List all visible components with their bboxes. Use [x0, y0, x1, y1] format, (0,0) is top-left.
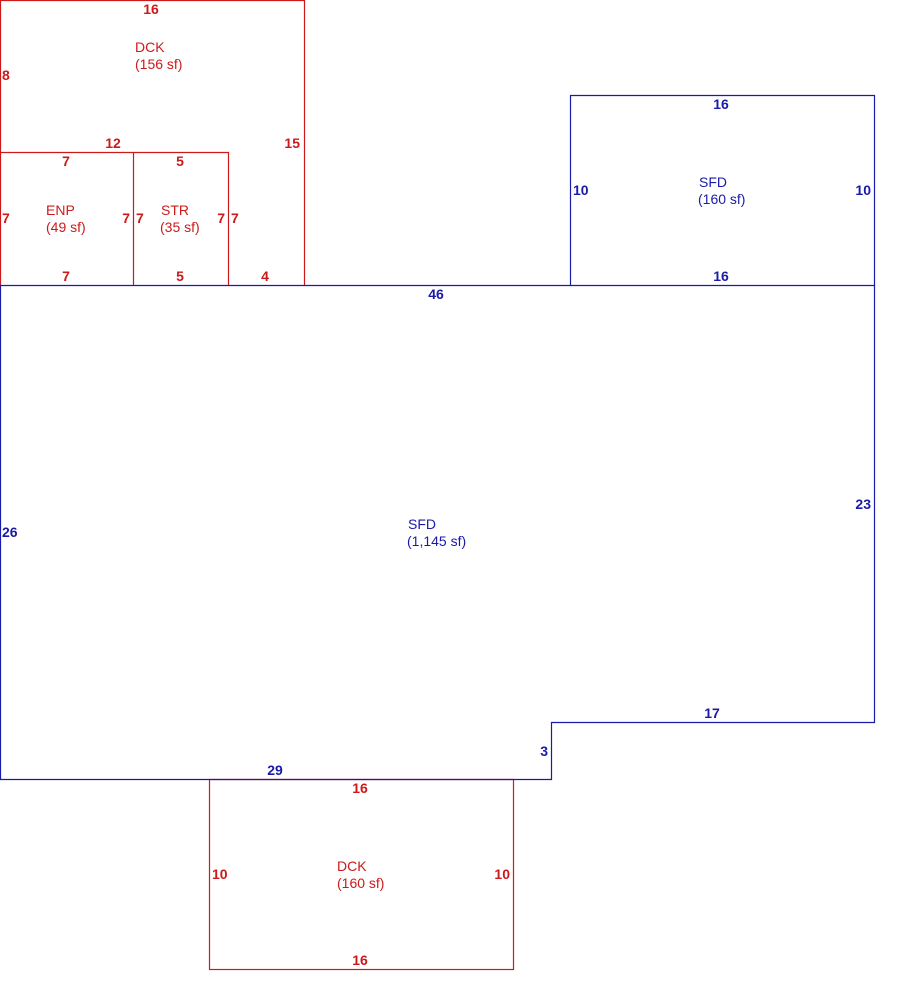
dck-bottom-labels: 16 10 10 16 DCK (160 sf) [212, 780, 510, 968]
sfd-main-dim-step-side: 3 [540, 743, 548, 759]
dck-top-dim-top: 16 [143, 1, 159, 17]
dck-top-dim-left: 8 [2, 67, 10, 83]
sfd-main-labels: 46 26 23 17 3 29 SFD (1,145 sf) [2, 286, 871, 778]
enp-dim-bottom: 7 [62, 268, 70, 284]
dck-bottom-dim-right: 10 [494, 866, 510, 882]
sfd-small-outline [569, 94, 876, 286]
living-areas [0, 94, 876, 781]
sfd-main-dim-top: 46 [428, 286, 444, 302]
sfd-main-code: SFD [408, 516, 436, 532]
enp-dim-top: 7 [62, 153, 70, 169]
str-dim-top: 5 [176, 153, 184, 169]
dck-top-code: DCK [135, 39, 165, 55]
dck-bottom-code: DCK [337, 858, 367, 874]
sfd-small-dim-left: 10 [573, 182, 589, 198]
str-area: (35 sf) [160, 219, 200, 235]
sfd-main-dim-right: 23 [855, 496, 871, 512]
enp-code: ENP [46, 202, 75, 218]
dck-top-dim-inner: 12 [105, 135, 121, 151]
sfd-small-dim-right: 10 [855, 182, 871, 198]
sfd-small-code: SFD [699, 174, 727, 190]
sfd-small-dim-top: 16 [713, 96, 729, 112]
sfd-main-dim-left: 26 [2, 524, 18, 540]
str-dim-left: 7 [136, 210, 144, 226]
sfd-main-outline [0, 284, 876, 781]
str-dim-bottom: 5 [176, 268, 184, 284]
str-code: STR [161, 202, 189, 218]
sfd-main-area: (1,145 sf) [407, 533, 466, 549]
enp-dim-right: 7 [122, 210, 130, 226]
dck-top-dim-bottom-right: 4 [261, 268, 269, 284]
dck-top-labels: 16 8 12 15 4 DCK (156 sf) [2, 1, 300, 284]
sfd-main-dim-step-top: 17 [704, 705, 720, 721]
enp-area: (49 sf) [46, 219, 86, 235]
dck-bottom-dim-left: 10 [212, 866, 228, 882]
enp-labels: 7 7 7 7 ENP (49 sf) [2, 153, 130, 284]
enp-dim-left: 7 [2, 210, 10, 226]
sfd-small-area: (160 sf) [698, 191, 745, 207]
sfd-main-dim-bottom: 29 [267, 762, 283, 778]
str-labels: 5 7 7 7 5 STR (35 sf) [136, 153, 239, 284]
sfd-small-dim-bottom: 16 [713, 268, 729, 284]
dck-bottom-dim-top: 16 [352, 780, 368, 796]
exterior-areas [0, 0, 515, 971]
dck-bottom-area: (160 sf) [337, 875, 384, 891]
dck-top-area: (156 sf) [135, 56, 182, 72]
dck-top-outline [0, 0, 306, 286]
dck-bottom-dim-bottom: 16 [352, 952, 368, 968]
str-outline [133, 151, 230, 286]
dck-top-dim-right: 15 [284, 135, 300, 151]
sfd-small-labels: 16 10 10 16 SFD (160 sf) [573, 96, 871, 284]
str-dim-outer-right: 7 [231, 210, 239, 226]
str-dim-right: 7 [217, 210, 225, 226]
